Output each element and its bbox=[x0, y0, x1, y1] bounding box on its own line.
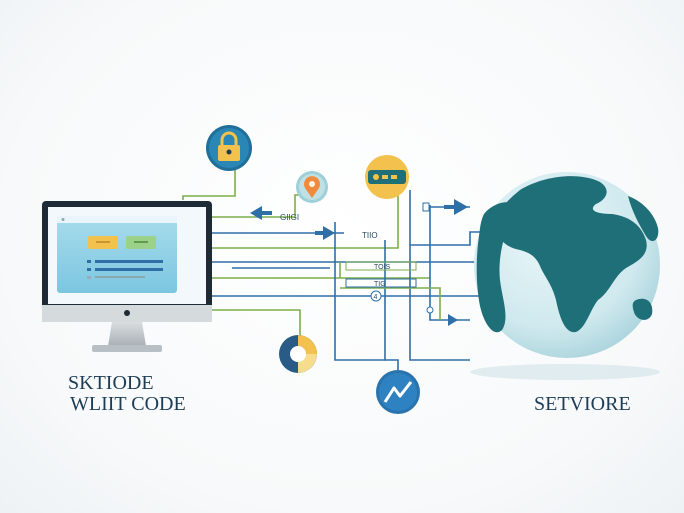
lock-icon bbox=[206, 125, 252, 171]
mid-tag-box bbox=[345, 261, 417, 271]
left-caption-line1: SKTIODE bbox=[68, 372, 154, 394]
right-arrow-icon-3 bbox=[448, 314, 458, 326]
small-node-box bbox=[422, 202, 430, 212]
globe-icon bbox=[470, 172, 660, 380]
small-circle-node bbox=[370, 290, 382, 302]
right-arrow-icon-2 bbox=[444, 199, 468, 215]
trend-line-icon bbox=[376, 370, 420, 414]
left-arrow-icon bbox=[250, 206, 272, 220]
location-pin-icon bbox=[296, 171, 328, 203]
screen-window bbox=[57, 216, 177, 293]
right-arrow-icon bbox=[315, 226, 335, 240]
top-arrow-label: GIIGI bbox=[280, 213, 299, 222]
arrow-icons bbox=[250, 199, 468, 326]
lower-tag-box bbox=[345, 278, 417, 288]
left-caption-line2: WLIIT CODE bbox=[70, 393, 186, 415]
right-caption: SETVIORE bbox=[534, 393, 631, 415]
lower-tag-label: TIG bbox=[374, 281, 386, 288]
toggle-badge-icon bbox=[365, 155, 409, 199]
mid-tag-label: TOIS bbox=[374, 264, 391, 271]
pie-chart-icon bbox=[279, 335, 317, 373]
computer-monitor bbox=[42, 201, 212, 352]
connection-lines bbox=[182, 150, 520, 370]
middle-arrow-label: TIIO bbox=[362, 231, 378, 240]
small-node-dot bbox=[426, 306, 434, 314]
circle-mark-label: 4 bbox=[374, 294, 378, 301]
